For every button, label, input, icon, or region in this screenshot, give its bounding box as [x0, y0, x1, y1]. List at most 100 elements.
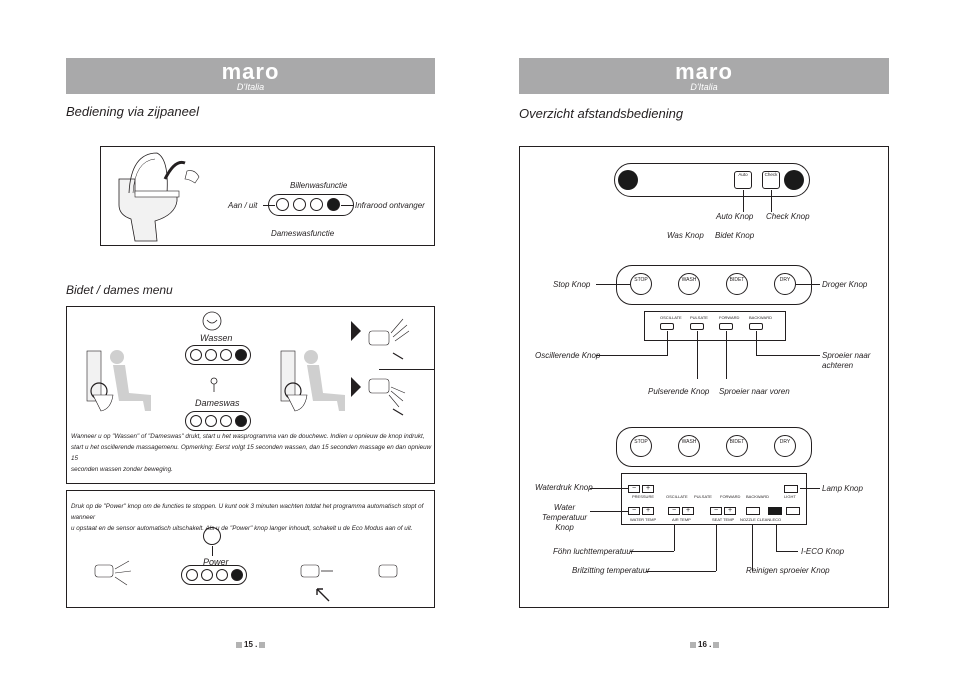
- menu-strip-wassen: [185, 345, 251, 365]
- label-was-knop: Was Knop: [667, 231, 704, 240]
- oscillate-button[interactable]: [660, 323, 674, 330]
- remote-top-left-dot: [618, 170, 638, 190]
- strip2-sensor: [235, 415, 247, 427]
- label-lady-wash: Dameswasfunctie: [271, 229, 335, 238]
- power-box: Druk op de "Power" knop om de functies t…: [66, 490, 435, 608]
- label-auto-knop: Auto Knop: [716, 212, 754, 221]
- settings-panel: [621, 473, 807, 525]
- power-strip: [181, 565, 247, 585]
- nozzle-retract-mid: [300, 564, 333, 602]
- pulsate-button[interactable]: [690, 323, 704, 330]
- nozzle-clean-button[interactable]: [746, 507, 760, 515]
- strip2-power[interactable]: [190, 415, 202, 427]
- label-waterdruk: Waterdruk Knop: [535, 483, 593, 492]
- infrared-sensor: [327, 198, 340, 211]
- label-droger-knop: Droger Knop: [822, 280, 868, 289]
- dry-button[interactable]: DRY: [774, 273, 796, 295]
- strip1-sensor: [235, 349, 247, 361]
- nozzle-diagram-top: [351, 318, 410, 360]
- label-water-temp: Water Temperatuur Knop: [542, 503, 588, 532]
- mode-button-panel: [644, 311, 786, 341]
- spare-button[interactable]: [786, 507, 800, 515]
- seat-temp-plus[interactable]: +: [724, 507, 736, 515]
- strip2-temp[interactable]: [205, 415, 217, 427]
- wash-icon: [202, 311, 222, 331]
- water-temp-plus[interactable]: +: [642, 507, 654, 515]
- temp-button[interactable]: [293, 198, 306, 211]
- backward-button[interactable]: [749, 323, 763, 330]
- label-check-knop: Check Knop: [766, 212, 810, 221]
- label-sproeier-voren: Sproeier naar voren: [719, 387, 790, 396]
- left-page-title: Bediening via zijpaneel: [66, 104, 199, 119]
- label-ieco: I-ECO Knop: [801, 547, 845, 556]
- strip2-wash[interactable]: [220, 415, 232, 427]
- stop-button[interactable]: STOP: [630, 273, 652, 295]
- label-power: Power: [203, 557, 229, 567]
- label-bidet-wash: Billenwasfunctie: [290, 181, 348, 190]
- divider: [379, 369, 435, 370]
- air-temp-minus[interactable]: −: [668, 507, 680, 515]
- label-lamp: Lamp Knop: [822, 484, 863, 493]
- light-button[interactable]: [784, 485, 798, 493]
- nozzle-retract-right: [378, 564, 398, 578]
- bidet-menu-title: Bidet / dames menu: [66, 283, 173, 297]
- air-temp-plus[interactable]: +: [682, 507, 694, 515]
- label-stop-knop: Stop Knop: [553, 280, 591, 289]
- instruction-paragraph-2: Druk op de "Power" knop om de functies t…: [71, 503, 424, 532]
- seat-temp-minus[interactable]: −: [710, 507, 722, 515]
- side-panel-box: Billenwasfunctie Aan / uit Infrarood ont…: [100, 146, 435, 246]
- maro-logo-right: maro D'Italia: [675, 59, 733, 93]
- instruction-paragraph-1: Wanneer u op "Wassen" of "Dameswas" druk…: [71, 433, 432, 473]
- strip1-wash[interactable]: [220, 349, 232, 361]
- label-pulserende: Pulserende Knop: [648, 387, 710, 396]
- lady-icon: [210, 377, 218, 392]
- nozzle-diagram-bottom: [351, 377, 406, 416]
- remote-overview-box: Auto Check Auto Knop Check Knop Was Knop…: [519, 146, 889, 608]
- auto-button[interactable]: Auto: [734, 171, 752, 189]
- strip3-power[interactable]: [186, 569, 198, 581]
- label-wassen: Wassen: [200, 333, 233, 343]
- strip3-wash[interactable]: [216, 569, 228, 581]
- check-button[interactable]: Check: [762, 171, 780, 189]
- label-oscillerende: Oscillerende Knop: [535, 351, 601, 360]
- wash-button[interactable]: [310, 198, 323, 211]
- maro-logo: maro D'Italia: [221, 59, 280, 93]
- label-sproeier-achteren: Sproeier naar achteren: [822, 351, 871, 370]
- right-page-number: 16 .: [690, 640, 721, 649]
- bidet-remote-button[interactable]: BIDET: [726, 273, 748, 295]
- remote-top-right-dot: [784, 170, 804, 190]
- ieco-button[interactable]: [768, 507, 782, 515]
- label-fohn: Föhn luchttemperatuur: [553, 547, 634, 556]
- label-reinigen: Reinigen sproeier Knop: [746, 566, 830, 575]
- strip1-power[interactable]: [190, 349, 202, 361]
- strip3-sensor: [231, 569, 243, 581]
- left-page-number: 15 .: [236, 640, 267, 649]
- pressure-minus[interactable]: −: [628, 485, 640, 493]
- left-banner: maro D'Italia: [66, 58, 435, 94]
- nozzle-spray-left: [94, 560, 132, 586]
- dry-button-2[interactable]: DRY: [774, 435, 796, 457]
- menu-strip-dameswas: [185, 411, 251, 431]
- label-dameswas: Dameswas: [195, 398, 240, 408]
- wash-remote-button[interactable]: WASH: [678, 273, 700, 295]
- strip1-temp[interactable]: [205, 349, 217, 361]
- wash-button-2[interactable]: WASH: [678, 435, 700, 457]
- label-brilzitting: Brilzitting temperatuur: [572, 566, 650, 575]
- right-page-title: Overzicht afstandsbediening: [519, 106, 684, 121]
- stop-button-2[interactable]: STOP: [630, 435, 652, 457]
- label-on-off: Aan / uit: [228, 201, 258, 210]
- bidet-menu-box: Wassen Dameswas Wannee: [66, 306, 435, 484]
- power-indicator-ring: [203, 527, 221, 545]
- seated-person-left: [86, 350, 151, 412]
- power-button[interactable]: [276, 198, 289, 211]
- forward-button[interactable]: [719, 323, 733, 330]
- toilet-illustration: [118, 152, 200, 242]
- remote-top-strip: [614, 163, 810, 197]
- label-infrared: Infrarood ontvanger: [355, 201, 425, 210]
- water-temp-minus[interactable]: −: [628, 507, 640, 515]
- bidet-button-2[interactable]: BIDET: [726, 435, 748, 457]
- pressure-plus[interactable]: +: [642, 485, 654, 493]
- right-banner: maro D'Italia: [519, 58, 889, 94]
- seated-person-right: [280, 350, 345, 412]
- strip3-temp[interactable]: [201, 569, 213, 581]
